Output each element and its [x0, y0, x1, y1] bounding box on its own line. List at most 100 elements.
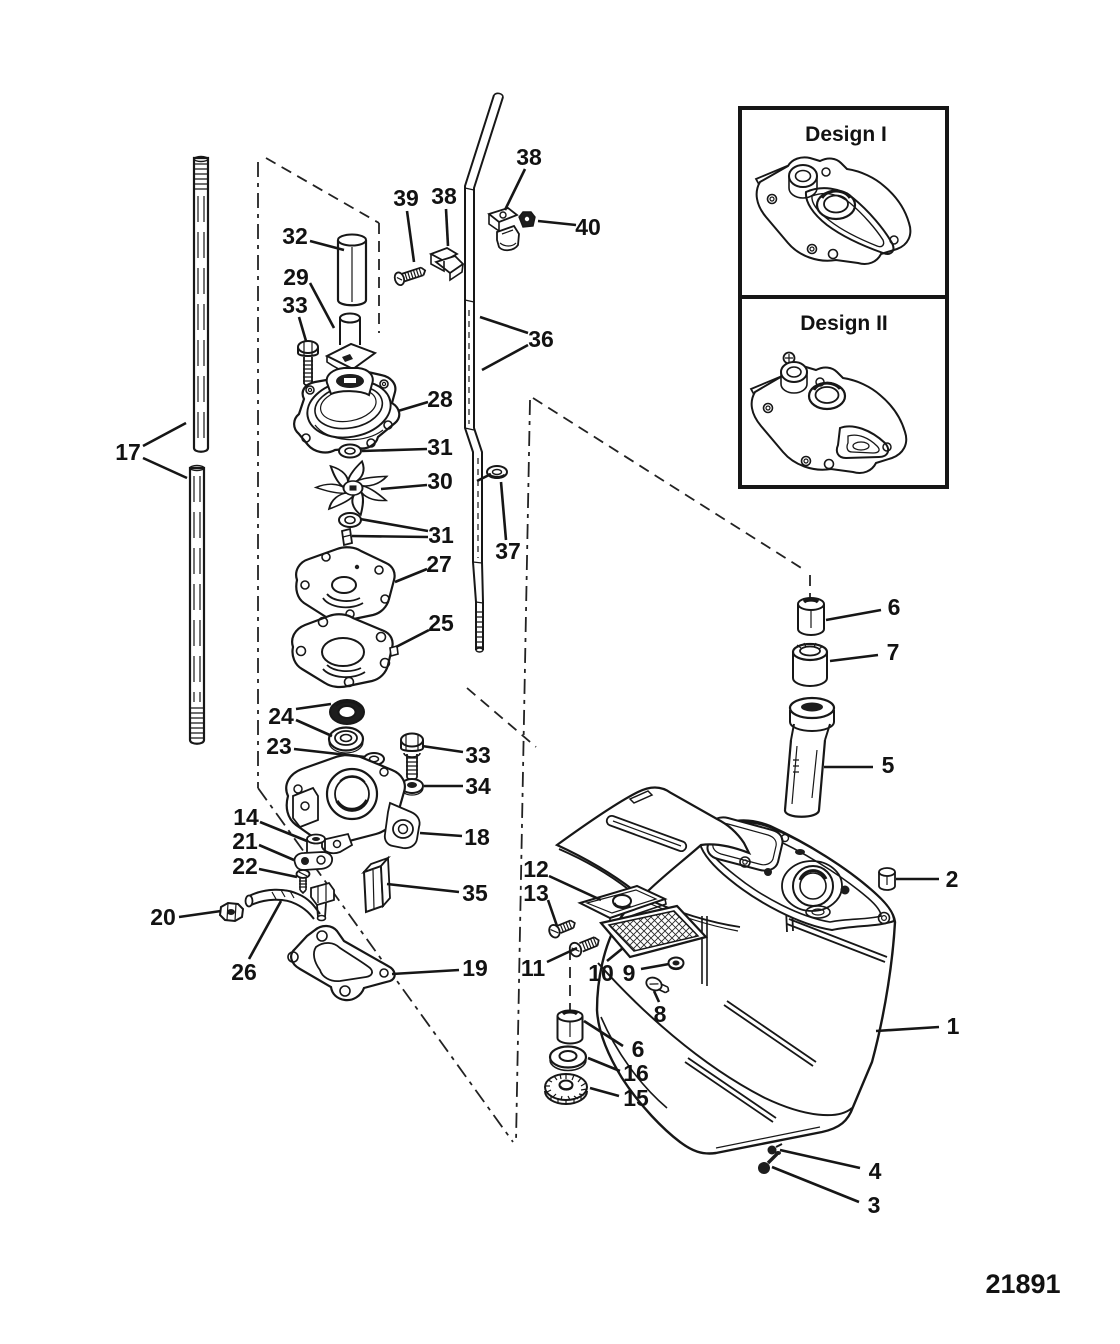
leader-line-17 — [142, 421, 187, 448]
leader-line-29 — [308, 282, 336, 329]
part-33-bolt-top — [297, 340, 319, 386]
leader-line-33 — [297, 316, 308, 342]
part-34-washer — [400, 778, 424, 796]
part-9-nut — [667, 956, 685, 971]
leader-line-36 — [479, 315, 529, 335]
part-7-grommet — [791, 642, 829, 687]
callout-31: 31 — [427, 434, 453, 460]
callout-25: 25 — [428, 610, 454, 636]
callout-14: 14 — [233, 804, 259, 830]
design2-label: Design II — [800, 312, 888, 335]
callout-13: 13 — [523, 880, 549, 906]
leader-line-26 — [247, 900, 283, 960]
design1-label: Design I — [805, 123, 887, 146]
callout-38: 38 — [516, 144, 542, 170]
leader-line-31 — [361, 447, 428, 453]
leader-line-33 — [421, 744, 464, 754]
part-21-link — [293, 851, 334, 871]
leader-line-38 — [503, 168, 527, 211]
leader-line-8 — [652, 990, 661, 1003]
part-38-clamp-right — [487, 206, 520, 252]
callout-20: 20 — [150, 904, 176, 930]
part-35-anode — [361, 855, 391, 914]
leader-line-14 — [259, 820, 308, 843]
leader-line-12 — [548, 874, 602, 902]
callout-33: 33 — [465, 742, 491, 768]
part-10-intake-screen — [598, 904, 709, 959]
part-2-bushing — [878, 867, 896, 891]
part-33-bolt — [400, 732, 424, 781]
leader-line-31 — [359, 517, 429, 533]
design1-pump-cover — [754, 156, 912, 265]
callout-38: 38 — [431, 183, 457, 209]
leader-line-9 — [640, 962, 670, 971]
leader-line-37 — [476, 472, 492, 483]
callout-37: 37 — [495, 538, 521, 564]
part-15-gear — [544, 1073, 588, 1105]
leader-line-17 — [142, 456, 188, 480]
callout-2: 2 — [946, 866, 959, 892]
callout-24: 24 — [268, 703, 294, 729]
callout-19: 19 — [462, 955, 488, 981]
callout-29: 29 — [283, 264, 309, 290]
part-27-face-plate — [295, 546, 396, 623]
leader-line-13 — [546, 899, 559, 927]
part-38-clamp-left — [428, 247, 465, 282]
callout-1: 1 — [947, 1013, 960, 1039]
leader-line-22 — [258, 867, 298, 879]
leader-line-25 — [395, 628, 430, 649]
callout-16: 16 — [623, 1060, 649, 1086]
part-28-pump-cover — [293, 367, 401, 454]
callout-40: 40 — [575, 214, 601, 240]
callout-10: 10 — [588, 960, 614, 986]
gear-housing — [554, 786, 897, 1155]
callout-22: 22 — [232, 853, 258, 879]
part-31-washer-lower — [338, 512, 362, 547]
design-insets: Design I Design II — [738, 106, 949, 489]
leader-line-23 — [293, 747, 366, 759]
callout-9: 9 — [623, 960, 636, 986]
callout-6: 6 — [888, 594, 901, 620]
part-6-bushing-lower — [556, 1009, 584, 1045]
callout-6: 6 — [632, 1036, 645, 1062]
leader-line-32 — [309, 239, 345, 252]
leader-line-11 — [546, 946, 578, 964]
callout-17: 17 — [115, 439, 141, 465]
leader-line-28 — [397, 400, 429, 413]
leader-line-4 — [779, 1148, 861, 1170]
callout-5: 5 — [882, 752, 895, 778]
shift-shaft — [464, 92, 504, 653]
leader-line-27 — [394, 567, 428, 584]
callout-23: 23 — [266, 733, 292, 759]
part-26-water-tube-pickup — [244, 881, 335, 922]
leader-line-19 — [391, 968, 460, 976]
driveshaft — [188, 155, 210, 745]
leader-line-3 — [771, 1165, 860, 1204]
callout-31: 31 — [428, 522, 454, 548]
callout-11: 11 — [521, 955, 546, 981]
part-8-screw — [645, 976, 670, 994]
callout-4: 4 — [869, 1158, 882, 1184]
leader-line-18 — [419, 831, 463, 838]
part-6-bushing-top — [797, 597, 825, 636]
leader-line-1 — [875, 1025, 940, 1033]
callout-34: 34 — [465, 773, 491, 799]
part-31-washer-upper — [338, 443, 362, 459]
callout-39: 39 — [393, 185, 419, 211]
leader-line-10 — [606, 946, 624, 963]
leader-line-39 — [405, 210, 416, 263]
part-19-gasket — [287, 924, 396, 1002]
callout-27: 27 — [426, 551, 452, 577]
part-37-washer — [486, 465, 508, 479]
callout-21: 21 — [232, 828, 258, 854]
part-22-screw — [295, 869, 311, 895]
leader-line-31 — [351, 534, 429, 539]
leader-line-40 — [537, 219, 577, 227]
callout-12: 12 — [523, 856, 549, 882]
part-39-screw — [393, 266, 427, 287]
part-18-pump-base — [285, 753, 421, 855]
leader-line-36 — [481, 343, 529, 372]
leader-line-16 — [587, 1056, 621, 1073]
